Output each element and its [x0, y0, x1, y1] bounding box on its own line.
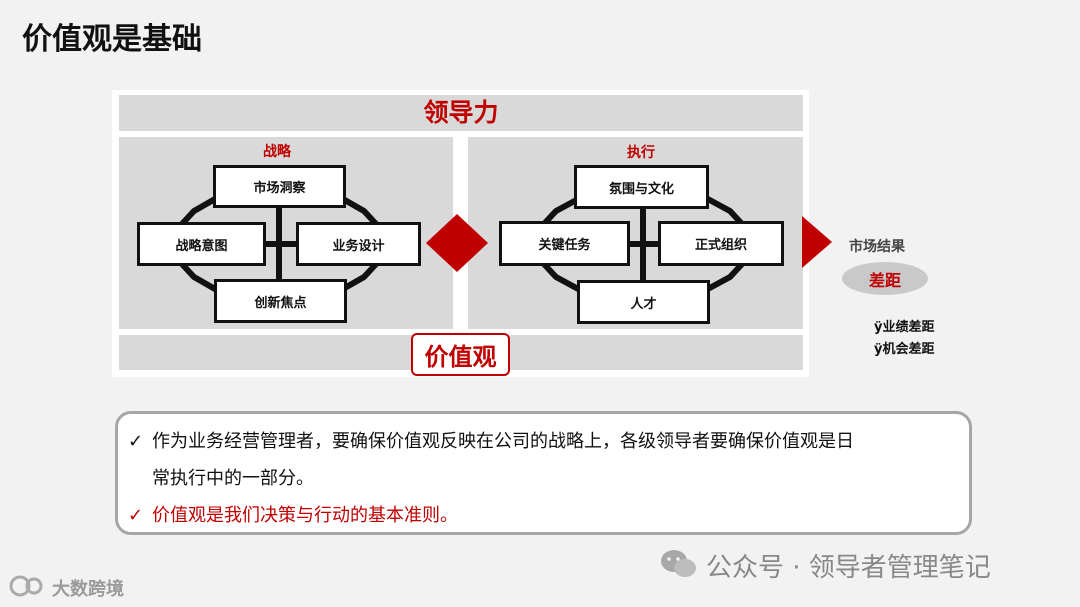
strategy-title: 战略: [263, 144, 291, 160]
gap-badge: 差距: [842, 262, 928, 295]
result-arrow: [802, 216, 832, 268]
wechat-watermark: 公众号 · 领导者管理笔记: [706, 553, 991, 583]
formal-organization-box: 正式组织: [658, 221, 784, 266]
center-diamond: [426, 214, 488, 272]
logo-icon: [9, 575, 43, 597]
note-1-line-a: 作为业务经营管理者，要确保价值观反映在公司的战略上，各级领导者要确保价值观是日: [152, 431, 854, 452]
note-1: ✓ 作为业务经营管理者，要确保价值观反映在公司的战略上，各级领导者要确保价值观是日: [128, 427, 854, 457]
opportunity-gap-item: ÿ机会差距: [874, 342, 935, 357]
business-design-box: 业务设计: [296, 222, 421, 266]
market-insight-box: 市场洞察: [213, 165, 346, 208]
performance-gap-item: ÿ业绩差距: [874, 320, 935, 335]
check-icon: ✓: [128, 505, 144, 526]
note-2: ✓ 价值观是我们决策与行动的基本准则。: [128, 501, 458, 531]
climate-culture-box: 氛围与文化: [574, 165, 709, 209]
execution-title: 执行: [627, 145, 655, 161]
leadership-label: 领导力: [423, 98, 499, 127]
market-result-label: 市场结果: [849, 239, 905, 255]
check-icon: ✓: [128, 431, 144, 452]
talent-box: 人才: [577, 280, 710, 324]
note-2-text: 价值观是我们决策与行动的基本准则。: [152, 505, 458, 526]
key-tasks-box: 关键任务: [499, 221, 630, 266]
wechat-icon: [661, 550, 696, 577]
logo-watermark: 大数跨境: [52, 579, 124, 600]
leadership-band: [119, 95, 803, 131]
strategic-intent-box: 战略意图: [137, 222, 266, 266]
note-1-line-b: 常执行中的一部分。: [152, 468, 314, 489]
innovation-focus-box: 创新焦点: [214, 279, 347, 323]
values-label: 价值观: [411, 333, 510, 376]
page-title: 价值观是基础: [22, 22, 202, 57]
notes-callout: [115, 411, 972, 535]
